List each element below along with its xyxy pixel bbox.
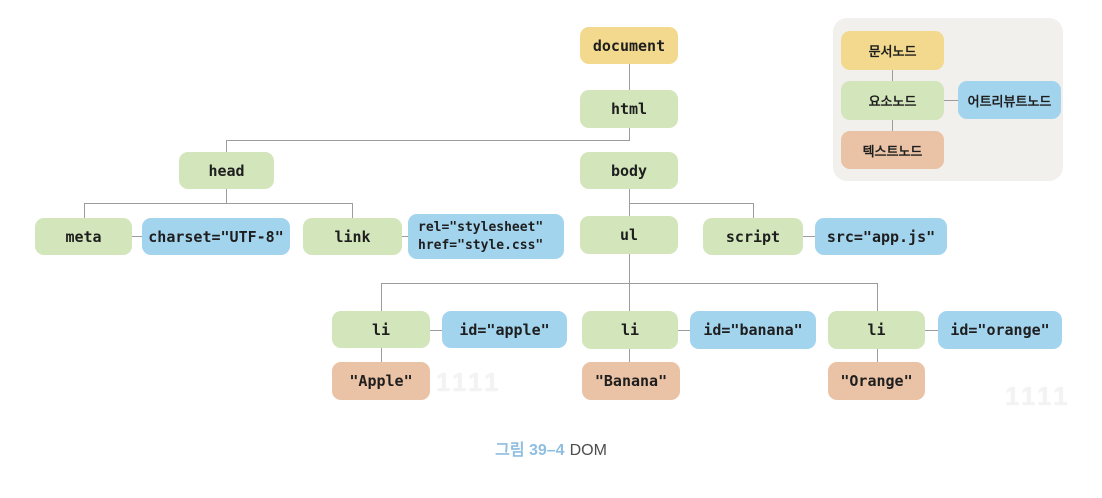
connector-head-drop xyxy=(226,140,227,152)
connector-link-attr xyxy=(402,236,408,237)
connector-li-apple-text xyxy=(381,348,382,362)
node-li-apple: li xyxy=(332,311,430,348)
attr-charset: charset="UTF-8" xyxy=(142,218,290,255)
watermark-left: 1111 xyxy=(436,367,502,397)
legend-connector-doc-elem xyxy=(892,70,893,81)
connector-body-children-horizontal xyxy=(629,203,754,204)
node-body: body xyxy=(580,152,678,189)
node-li-orange: li xyxy=(828,311,925,349)
legend-element-node: 요소노드 xyxy=(841,81,944,120)
connector-link-drop xyxy=(352,203,353,218)
attr-rel-line: rel="stylesheet" xyxy=(418,219,544,235)
text-node-banana: "Banana" xyxy=(582,362,680,400)
legend-document-node: 문서노드 xyxy=(841,31,944,70)
legend-connector-elem-text xyxy=(892,120,893,131)
connector-html-branch xyxy=(629,128,630,140)
attr-id-orange: id="orange" xyxy=(938,311,1062,349)
watermark-right: 1111 xyxy=(1005,381,1071,411)
connector-li-apple-attr xyxy=(430,330,442,331)
node-li-banana: li xyxy=(582,311,678,349)
text-node-orange: "Orange" xyxy=(828,362,925,400)
attr-href-line: href="style.css" xyxy=(418,237,544,253)
connector-li-apple-drop xyxy=(381,283,382,311)
attr-rel-href: rel="stylesheet" href="style.css" xyxy=(408,214,564,259)
connector-li-orange-attr xyxy=(925,330,938,331)
attr-id-banana: id="banana" xyxy=(690,311,816,349)
node-meta: meta xyxy=(35,218,132,255)
connector-li-banana-drop xyxy=(629,283,630,311)
connector-li-banana-text xyxy=(629,349,630,362)
attr-src: src="app.js" xyxy=(815,218,947,255)
connector-body-ul xyxy=(629,189,630,216)
legend-connector-elem-attr xyxy=(944,100,958,101)
connector-head-children-horizontal xyxy=(84,203,353,204)
connector-script-attr xyxy=(803,236,815,237)
connector-html-children-horizontal xyxy=(226,140,630,141)
connector-document-html xyxy=(629,64,630,90)
legend-text-node: 텍스트노드 xyxy=(841,131,944,169)
attr-id-apple: id="apple" xyxy=(442,311,567,348)
legend-attribute-node: 어트리뷰트노드 xyxy=(958,81,1061,119)
connector-ul-branch xyxy=(629,254,630,283)
node-ul: ul xyxy=(580,216,678,254)
node-document: document xyxy=(580,27,678,64)
connector-head-branch xyxy=(226,189,227,203)
text-node-apple: "Apple" xyxy=(332,362,430,400)
connector-li-banana-attr xyxy=(678,330,690,331)
figure-caption-number: 그림 39–4 xyxy=(495,442,565,459)
connector-li-orange-text xyxy=(877,349,878,362)
node-html: html xyxy=(580,90,678,128)
node-script: script xyxy=(703,218,803,255)
connector-script-drop xyxy=(753,203,754,218)
figure-caption-title: DOM xyxy=(569,442,607,459)
connector-meta-attr xyxy=(132,236,142,237)
connector-meta-drop xyxy=(84,203,85,218)
node-head: head xyxy=(179,152,274,189)
connector-li-orange-drop xyxy=(877,283,878,311)
node-link: link xyxy=(303,218,402,255)
